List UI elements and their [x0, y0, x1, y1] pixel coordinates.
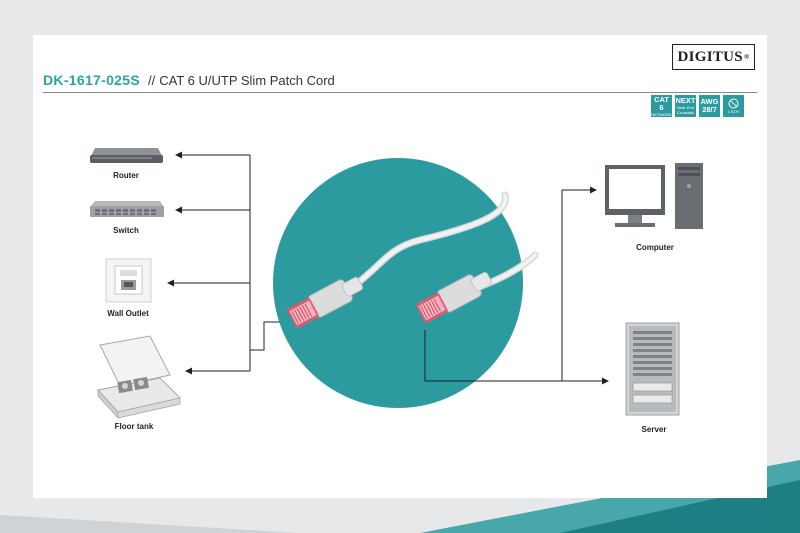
awg-badge-icon: AWG 28/7 [699, 95, 720, 117]
rj45-connector-left [287, 276, 364, 329]
logo-registered-mark: ® [743, 53, 750, 61]
switch-icon [90, 201, 164, 217]
router-label: Router [113, 171, 139, 180]
wall-outlet-label: Wall Outlet [107, 309, 149, 318]
product-code: DK-1617-025S [43, 72, 140, 88]
server-label: Server [641, 425, 667, 434]
product-description: CAT 6 U/UTP Slim Patch Cord [159, 73, 335, 88]
badge-sub: 28/7 [702, 105, 717, 114]
digitus-logo: DIGITUS® [672, 44, 755, 70]
switch-label: Switch [113, 226, 139, 235]
cat6-badge-icon: CAT 6 NETWORK [651, 95, 672, 117]
cable-highlight-circle [273, 158, 523, 408]
right-connection-lines [424, 186, 609, 385]
badge-sub: 6 [659, 102, 664, 112]
title-divider [43, 92, 757, 93]
computer-icon [605, 163, 703, 229]
logo-text: DIGITUS [677, 48, 743, 65]
left-connection-lines [167, 151, 305, 375]
title-separator: // [148, 73, 156, 88]
floor-tank-icon [97, 335, 181, 420]
halogen-free-symbol [728, 98, 739, 109]
feature-badges: CAT 6 NETWORK NEXT Near End Crosstalk AW… [651, 95, 744, 117]
rj45-connector-right [416, 271, 493, 324]
badge-note: NETWORK [651, 111, 672, 117]
next-badge-icon: NEXT Near End Crosstalk [675, 95, 696, 117]
router-icon [90, 148, 163, 163]
badge-sub: LSZH [728, 109, 739, 114]
badge-note: Crosstalk [677, 110, 694, 115]
server-icon [625, 322, 680, 416]
wall-outlet-icon [105, 258, 152, 303]
badge-main: CAT [654, 94, 669, 104]
floor-tank-label: Floor tank [114, 422, 154, 431]
badge-main: NEXT [675, 96, 696, 105]
badge-main: AWG [700, 97, 719, 106]
lszh-badge-icon: LSZH [723, 95, 744, 117]
computer-label: Computer [636, 243, 674, 252]
badge-sub: Near End [677, 105, 694, 110]
product-title: DK-1617-025S // CAT 6 U/UTP Slim Patch C… [43, 72, 335, 92]
